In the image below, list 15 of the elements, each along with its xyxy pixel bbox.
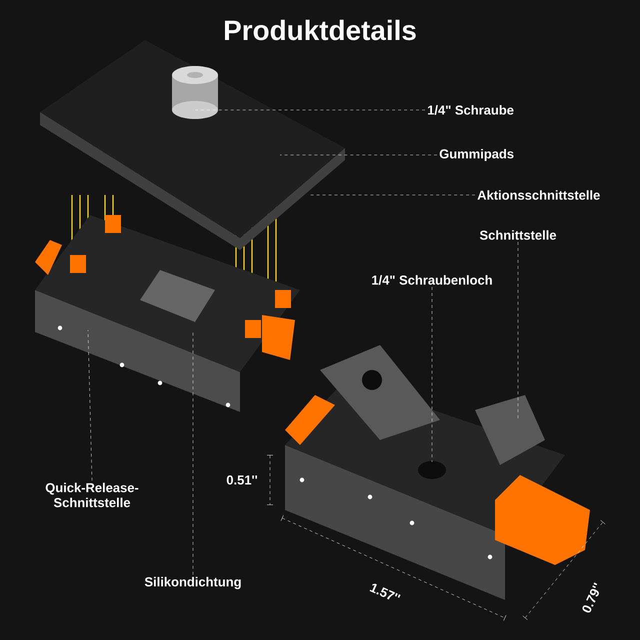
- dimension-label: 0.51'': [226, 475, 258, 485]
- leader-line: [88, 330, 92, 481]
- leader-line: [280, 154, 438, 156]
- callout-label: 1/4" Schraube: [428, 105, 514, 115]
- leader-line: [308, 194, 476, 196]
- callout-label: Gummipads: [440, 148, 514, 162]
- dimension-label: 1.57'': [370, 584, 401, 600]
- callout-label: Quick-Release-Schnittstelle: [46, 482, 138, 508]
- leader-line: [192, 330, 194, 575]
- callout-label: Silikondichtung: [144, 576, 241, 590]
- callout-label: 1/4" Schraubenloch: [372, 275, 492, 285]
- callout-label: Schnittstelle: [480, 230, 556, 240]
- dimension-label: 0.79'': [582, 582, 599, 613]
- callout-label: Aktionsschnittstelle: [478, 190, 600, 200]
- title: Produktdetails: [224, 20, 416, 40]
